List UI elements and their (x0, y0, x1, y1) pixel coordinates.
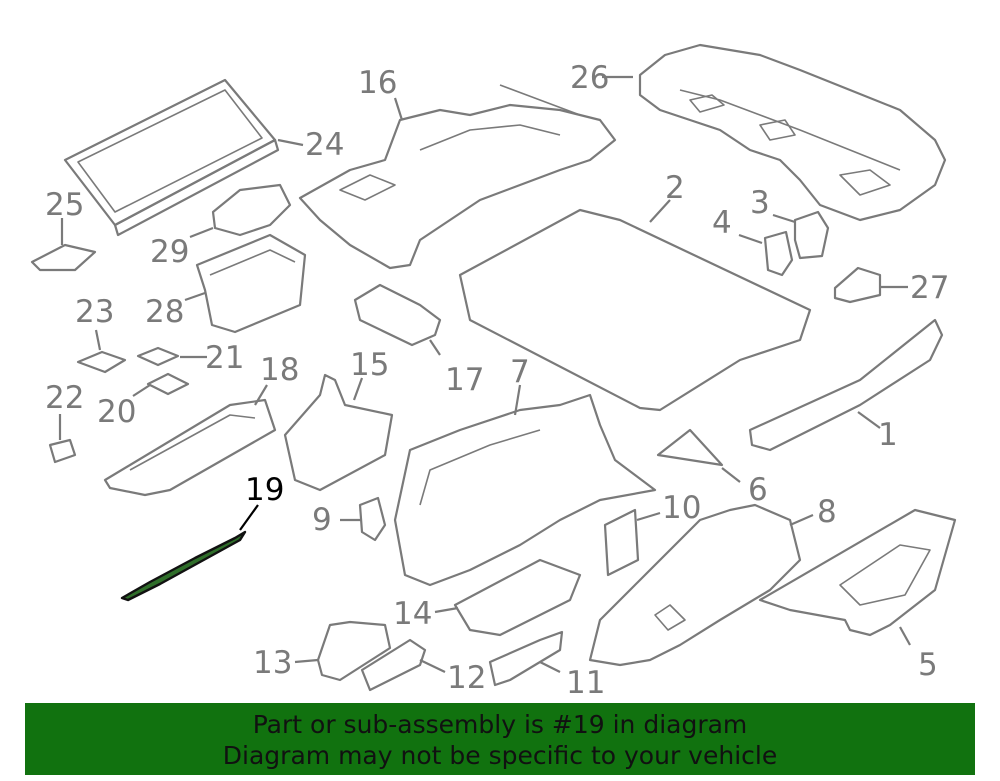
callout-22: 22 (45, 380, 84, 416)
part-26-shape (638, 43, 947, 222)
part-22-shape (48, 438, 77, 464)
part-8-shape (588, 503, 802, 667)
part-13-shape (316, 620, 392, 682)
callout-7: 7 (510, 354, 530, 390)
part-24-shape (63, 78, 280, 237)
callout-26: 26 (570, 60, 609, 96)
callout-28: 28 (145, 294, 184, 330)
part-16-shape (298, 84, 617, 270)
callout-24: 24 (305, 127, 344, 163)
part-15-shape (283, 373, 394, 492)
info-banner: Part or sub-assembly is #19 in diagram D… (25, 703, 975, 775)
callout-12: 12 (447, 660, 486, 696)
callout-25: 25 (45, 187, 84, 223)
callout-4: 4 (712, 205, 732, 241)
callout-18: 18 (260, 352, 299, 388)
callout-1: 1 (878, 417, 898, 453)
part-12-shape (360, 638, 427, 692)
banner-line-1: Part or sub-assembly is #19 in diagram (252, 710, 748, 739)
callout-6: 6 (748, 472, 768, 508)
callout-2: 2 (665, 170, 685, 206)
callout-9: 9 (312, 502, 332, 538)
part-29-shape (211, 183, 292, 237)
part-21-shape (136, 346, 180, 367)
banner-line-2: Diagram may not be specific to your vehi… (222, 741, 778, 770)
part-3-shape (793, 210, 830, 260)
part-9-shape (358, 496, 387, 542)
part-11-shape (488, 630, 564, 687)
part-20-shape (146, 372, 190, 396)
callout-29: 29 (150, 234, 189, 270)
callout-19: 19 (245, 472, 284, 508)
callout-14: 14 (393, 596, 432, 632)
callout-labels: 26 16 24 25 29 28 2 3 4 27 23 21 20 22 1… (45, 60, 949, 700)
callout-20: 20 (97, 394, 136, 430)
part-1-shape (748, 318, 944, 452)
callout-16: 16 (358, 65, 397, 101)
part-19-shape (120, 530, 247, 602)
callout-11: 11 (566, 665, 605, 700)
part-27-shape (833, 266, 882, 304)
part-28-shape (195, 233, 307, 334)
callout-5: 5 (918, 647, 938, 683)
callout-3: 3 (750, 185, 770, 221)
callout-27: 27 (910, 270, 949, 306)
part-6-shape (656, 428, 724, 467)
callout-15: 15 (350, 347, 389, 383)
callout-17: 17 (445, 362, 484, 398)
part-4-shape (763, 230, 794, 277)
part-14-shape (453, 558, 582, 637)
part-5-shape (758, 508, 957, 637)
part-25-shape (30, 243, 97, 272)
part-7-shape (393, 393, 657, 587)
leader-lines (58, 75, 911, 673)
part-17-shape (353, 283, 442, 347)
part-10-shape (603, 508, 640, 577)
callout-13: 13 (253, 645, 292, 681)
callout-10: 10 (662, 490, 701, 526)
parts-diagram: 26 16 24 25 29 28 2 3 4 27 23 21 20 22 1… (30, 43, 957, 700)
part-2-shape (458, 208, 812, 412)
part-23-shape (76, 350, 127, 374)
callout-8: 8 (817, 494, 837, 530)
part-18-shape (103, 398, 277, 497)
callout-21: 21 (205, 340, 244, 376)
callout-23: 23 (75, 294, 114, 330)
